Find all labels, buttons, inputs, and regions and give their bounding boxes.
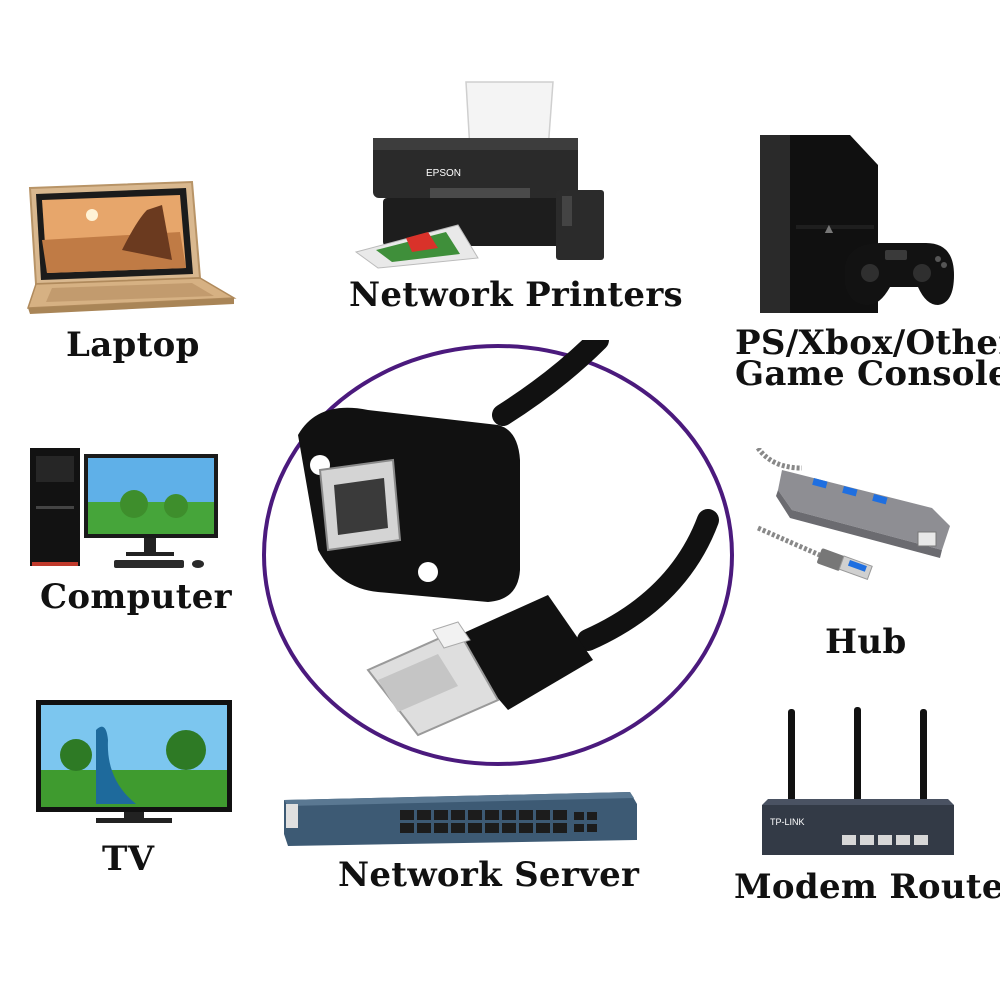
computer-label: Computer — [40, 577, 232, 617]
game-console-icon: ▲ — [740, 125, 960, 320]
console-label-line1: PS/Xbox/Other — [735, 323, 1000, 363]
tv-icon — [36, 700, 236, 830]
printers-label: Network Printers — [349, 275, 683, 315]
tv-label: TV — [102, 839, 155, 879]
laptop-label: Laptop — [66, 325, 200, 365]
network-switch-icon — [282, 790, 640, 862]
router-icon: TP-LINK — [758, 705, 958, 865]
svg-text:▲: ▲ — [822, 220, 836, 236]
server-label: Network Server — [338, 855, 640, 895]
console-label-line2: Game Console — [735, 354, 1000, 394]
computer-icon — [26, 446, 221, 576]
printer-brand-text: EPSON — [426, 168, 461, 179]
hub-label: Hub — [825, 622, 907, 662]
printer-icon: EPSON — [348, 80, 618, 270]
laptop-icon — [22, 180, 237, 330]
ethernet-cable-icon — [258, 340, 738, 770]
usb-hub-icon — [752, 448, 957, 603]
router-brand-text: TP-LINK — [770, 817, 805, 827]
router-label: Modem Router — [734, 867, 1000, 907]
